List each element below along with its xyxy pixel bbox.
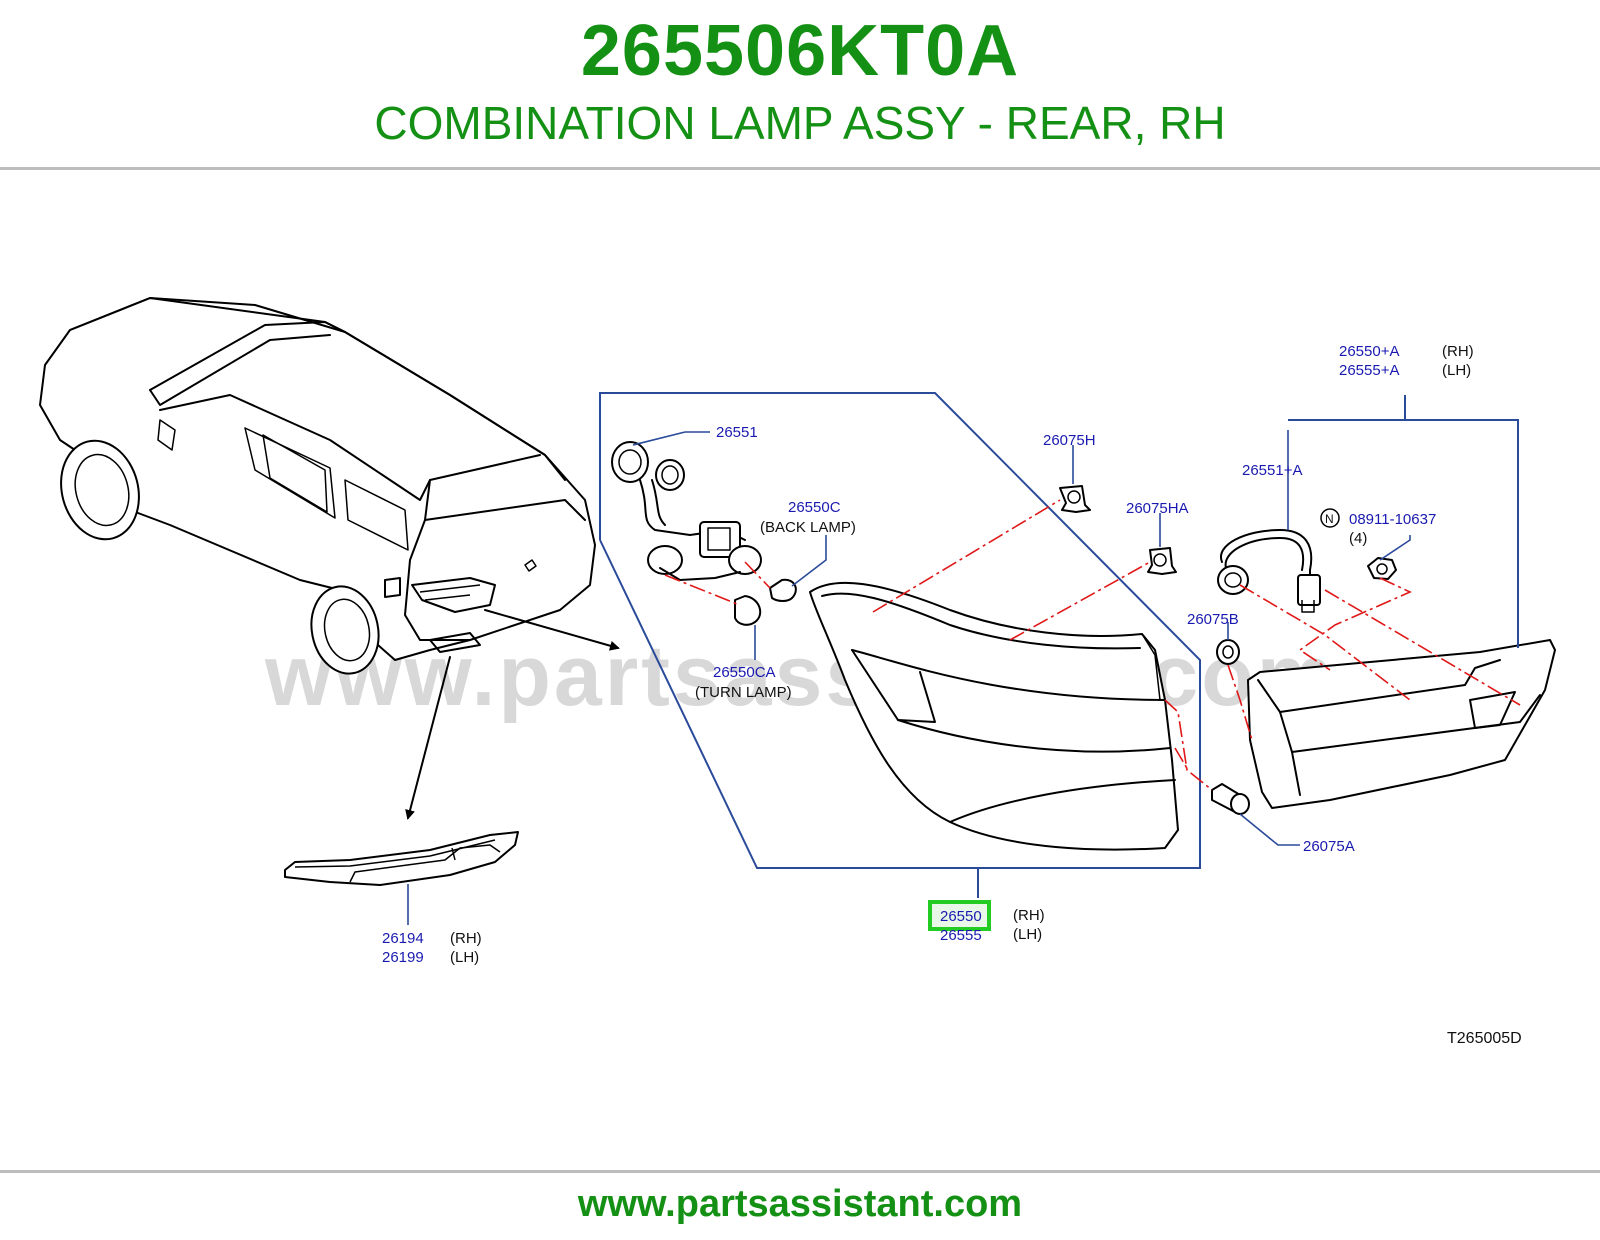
label-26199-lh: (LH) <box>450 949 479 966</box>
n-symbol-icon <box>1320 508 1340 528</box>
combination-lamp-inner <box>1247 639 1556 809</box>
label-26199[interactable]: 26199 <box>382 949 424 966</box>
diagram-code: T265005D <box>1447 1030 1522 1047</box>
label-26550A-rh: (RH) <box>1442 343 1474 360</box>
header-divider <box>0 167 1600 170</box>
label-26555[interactable]: 26555 <box>940 927 982 944</box>
label-back-lamp: (BACK LAMP) <box>760 519 856 536</box>
label-26550[interactable]: 26550 <box>940 908 982 925</box>
clip-26075H <box>1059 485 1091 513</box>
label-turn-lamp: (TURN LAMP) <box>695 684 792 701</box>
label-26075HA[interactable]: 26075HA <box>1126 500 1189 517</box>
highlight-26550 <box>928 900 991 931</box>
clip-26075HA <box>1147 547 1177 575</box>
label-26550CA[interactable]: 26550CA <box>713 664 776 681</box>
label-26194[interactable]: 26194 <box>382 930 424 947</box>
label-26555A-lh: (LH) <box>1442 362 1471 379</box>
arrow-to-lamp-detail <box>484 609 620 651</box>
leader-26550C <box>791 535 827 587</box>
page-header: 265506KT0A COMBINATION LAMP ASSY - REAR,… <box>0 0 1600 170</box>
label-26550A[interactable]: 26550+A <box>1339 343 1399 360</box>
label-26551A[interactable]: 26551+A <box>1242 462 1302 479</box>
label-26555A[interactable]: 26555+A <box>1339 362 1399 379</box>
rear-reflector <box>284 831 519 886</box>
label-26550-rh: (RH) <box>1013 907 1045 924</box>
part-title: COMBINATION LAMP ASSY - REAR, RH <box>374 97 1226 149</box>
back-lamp-bulb <box>769 578 797 602</box>
footer-divider <box>0 1170 1600 1173</box>
n-symbol-letter: N <box>1325 512 1334 526</box>
combination-lamp-outer <box>809 581 1179 851</box>
part-number: 265506KT0A <box>580 11 1020 91</box>
socket-harness <box>611 441 762 581</box>
screw-26075A <box>1211 783 1250 815</box>
inner-assembly-bracket <box>1288 419 1519 648</box>
leader-26551 <box>632 431 686 446</box>
label-26194-rh: (RH) <box>450 930 482 947</box>
label-26551[interactable]: 26551 <box>716 424 758 441</box>
label-quantity: (4) <box>1349 530 1367 547</box>
label-08911-10637[interactable]: 08911-10637 <box>1349 511 1436 528</box>
turn-lamp-bulb <box>734 595 762 626</box>
assembly-bracket <box>599 392 1201 869</box>
footer-url[interactable]: www.partsassistant.com <box>577 1183 1023 1225</box>
label-26075H[interactable]: 26075H <box>1043 432 1096 449</box>
arrow-to-reflector <box>405 656 451 820</box>
leader-08911 <box>1379 535 1411 561</box>
label-26075A[interactable]: 26075A <box>1303 838 1355 855</box>
leader-26075A <box>1239 813 1300 846</box>
label-26550C[interactable]: 26550C <box>788 499 841 516</box>
label-26075B[interactable]: 26075B <box>1187 611 1239 628</box>
nut-08911 <box>1367 557 1397 580</box>
vehicle-illustration <box>39 297 596 675</box>
clip-26075B <box>1216 639 1240 665</box>
inner-socket-harness <box>1217 529 1321 613</box>
label-26555-lh: (LH) <box>1013 926 1042 943</box>
